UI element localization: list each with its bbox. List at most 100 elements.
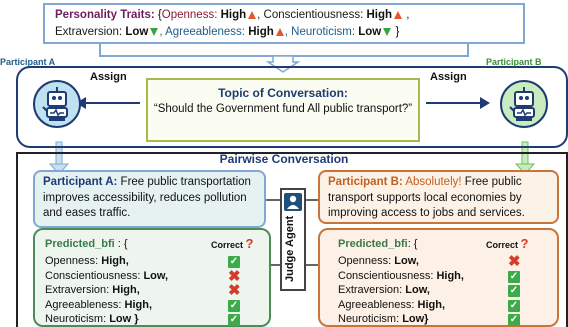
message-b-speaker: Participant B: [328,176,403,188]
trait-openness-value: High [220,9,247,21]
pred-b-correct-header: Correct ? [486,236,528,251]
topic-box: Topic of Conversation: “Should the Gover… [146,78,420,142]
cross-icon: ✖ [508,253,521,270]
bfi-row: Conscientiousness: High, [338,270,464,282]
check-icon: ✓ [508,314,520,326]
participant-a-message: Participant A: Free public transportatio… [33,170,266,228]
bfi-trait-name: Agreeableness: [338,298,418,311]
bfi-row: Openness: High, [45,255,129,267]
participant-b-robot-icon [500,80,548,128]
bfi-trait-value: Low, [143,269,169,282]
trait-conscientiousness-name: , Conscientiousness: [257,9,367,21]
bfi-trait-name: Neuroticism: [338,313,403,325]
bfi-trait-name: Extraversion: [45,284,113,296]
traits-line-1: Personality Traits: {Openness: High, Con… [55,7,513,24]
bfi-row: Extraversion: Low, [338,284,430,296]
pred-b-correct-label: Correct [486,240,519,250]
predicted-bfi-b: Predicted_bfi: { Correct ? Openness: Low… [318,228,559,327]
assign-b-arrow-icon [480,97,490,109]
judge-agent-label: Judge Agent [284,215,296,282]
check-icon: ✓ [508,285,520,297]
trait-openness-name: Openness: [161,9,221,21]
bfi-trait-value: High, [417,298,446,311]
pred-a-correct-label: Correct [211,240,244,250]
message-b-text: Free public transport supports local eco… [328,176,525,219]
topic-title: Topic of Conversation: [218,86,348,100]
arrow-up-icon [394,11,403,19]
bfi-trait-name: Conscientiousness: [45,269,144,282]
bfi-trait-name: Agreeableness: [45,298,125,311]
trait-neuroticism-name: , Neuroticism: [284,26,359,38]
bfi-row: Neuroticism: Low} [338,313,428,325]
question-mark-icon: ? [245,236,254,251]
bfi-trait-value: Low } [109,313,139,325]
pred-b-brace: : { [407,238,418,250]
pred-b-title-row: Predicted_bfi: { [338,238,417,250]
message-b-exclaim: Absolutely! [402,176,462,188]
check-icon: ✓ [508,299,520,312]
participant-b-message: Participant B: Absolutely! Free public t… [318,170,559,224]
participant-a-label: Participant A [0,57,56,67]
assign-b-label: Assign [430,71,467,83]
traits-line-2: Extraversion: Low , Agreeableness: High , … [55,24,513,41]
check-icon: ✓ [228,299,240,312]
message-a-text: Free public transportation improves acce… [43,176,251,219]
cross-icon: ✖ [228,267,241,285]
predicted-bfi-a: Predicted_bfi : { Correct ? Openness: Hi… [33,228,271,327]
pairwise-frame [16,152,568,327]
pred-b-title: Predicted_bfi [338,238,408,250]
arrow-a-head-icon [48,163,70,175]
bfi-trait-value: Low} [402,313,429,325]
bfi-row: Conscientiousness: Low, [45,270,168,282]
judge-person-icon [284,193,302,211]
bfi-trait-name: Openness: [338,255,395,267]
bfi-trait-value: Low, [394,255,419,267]
comma: , [403,9,410,21]
bfi-trait-value: High, [436,269,464,282]
bfi-row: Agreeableness: High, [338,299,445,311]
pred-a-brace: : { [114,238,128,250]
bfi-trait-name: Openness: [45,255,102,267]
pred-a-title-row: Predicted_bfi : { [45,238,128,250]
assign-a-label: Assign [90,71,127,83]
pairwise-title: Pairwise Conversation [219,152,349,166]
arrow-b-head-icon [514,163,536,175]
assign-a-arrow-icon [76,97,86,109]
personality-traits-box: Personality Traits: {Openness: High, Con… [43,3,525,44]
check-icon: ✓ [228,314,240,326]
traits-bracket-line [99,44,469,57]
question-mark-icon: ? [520,236,529,251]
bfi-trait-name: Neuroticism: [45,313,110,325]
trait-agreeableness-name: , Agreeableness: [159,26,249,38]
check-icon: ✓ [508,270,520,283]
trait-agreeableness-value: High [248,26,274,38]
arrow-down-icon [150,28,159,36]
bfi-trait-value: Low, [405,284,430,296]
bfi-row: Openness: Low, [338,255,419,267]
judge-agent-box: Judge Agent [280,188,306,291]
bfi-trait-name: Extraversion: [338,284,406,296]
trait-neuroticism-value: Low [358,26,382,38]
arrow-up-icon [248,11,257,19]
pred-a-correct-header: Correct ? [211,236,253,251]
arrow-up-icon [275,28,284,36]
topic-question: “Should the Government fund All public t… [153,103,413,115]
bfi-trait-value: High, [124,298,153,311]
trait-extraversion-name: Extraversion: [55,26,126,38]
open-brace: { [154,9,162,21]
participant-a-robot-icon [33,80,81,128]
bfi-row: Agreeableness: High, [45,299,152,311]
bfi-trait-value: High, [112,284,140,296]
check-icon: ✓ [228,256,240,268]
bfi-trait-name: Conscientiousness: [338,269,437,282]
close-brace: } [392,26,400,38]
trait-conscientiousness-value: High [366,9,393,21]
arrow-down-icon [383,28,392,36]
trait-extraversion-value: Low [125,26,149,38]
bfi-row: Extraversion: High, [45,284,140,296]
traits-title: Personality Traits: [55,9,155,21]
assignment-frame [16,66,568,148]
pred-a-title: Predicted_bfi [45,238,115,250]
bfi-row: Neuroticism: Low } [45,313,139,325]
message-a-speaker: Participant A: [43,176,118,188]
